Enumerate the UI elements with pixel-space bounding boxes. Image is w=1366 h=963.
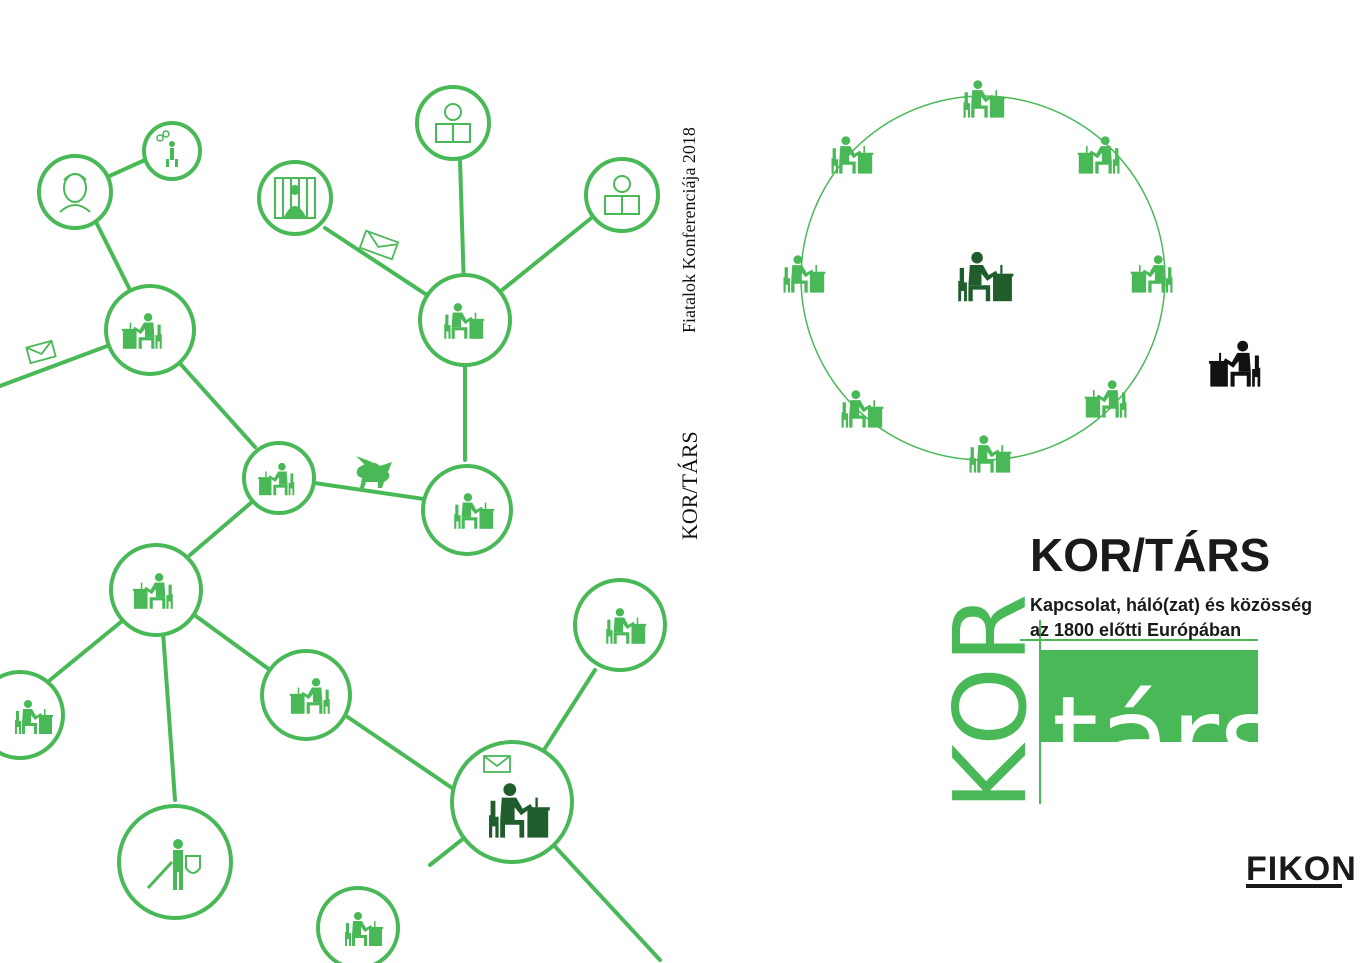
portrait-icon [59,173,91,213]
publisher-underline [1246,884,1342,888]
kor-tars-logo: KOR társ [932,590,1281,810]
spine-title: KOR/TÁRS [677,431,702,540]
subtitle-line-2: az 1800 előtti Európában [1030,620,1242,640]
person-at-desk-icon [1209,341,1260,387]
person-at-desk-icon [958,251,1014,302]
circle-diagram [783,80,1261,473]
logo-word-left: KOR [932,590,1049,810]
network-lines [0,158,662,962]
juggler-icon [156,130,178,167]
spine-conference: Fiatalok Konferenciája 2018 [679,127,699,333]
knight-icon [146,839,201,890]
spine: Fiatalok Konferenciája 2018 KOR/TÁRS [677,127,702,540]
envelope-icon [25,229,511,773]
prisoner-icon [274,177,316,219]
pegasus-icon [356,456,392,488]
book-title: KOR/TÁRS [1030,529,1271,581]
publisher-logo: FIKON [1246,850,1357,888]
subtitle-line-1: Kapcsolat, háló(zat) és közösség [1030,595,1313,615]
logo-word-right: társ [1052,670,1281,808]
book-subtitle: Kapcsolat, háló(zat) és közösség az 1800… [1030,593,1312,643]
readers-icon [435,103,640,215]
network-nodes [0,85,667,963]
